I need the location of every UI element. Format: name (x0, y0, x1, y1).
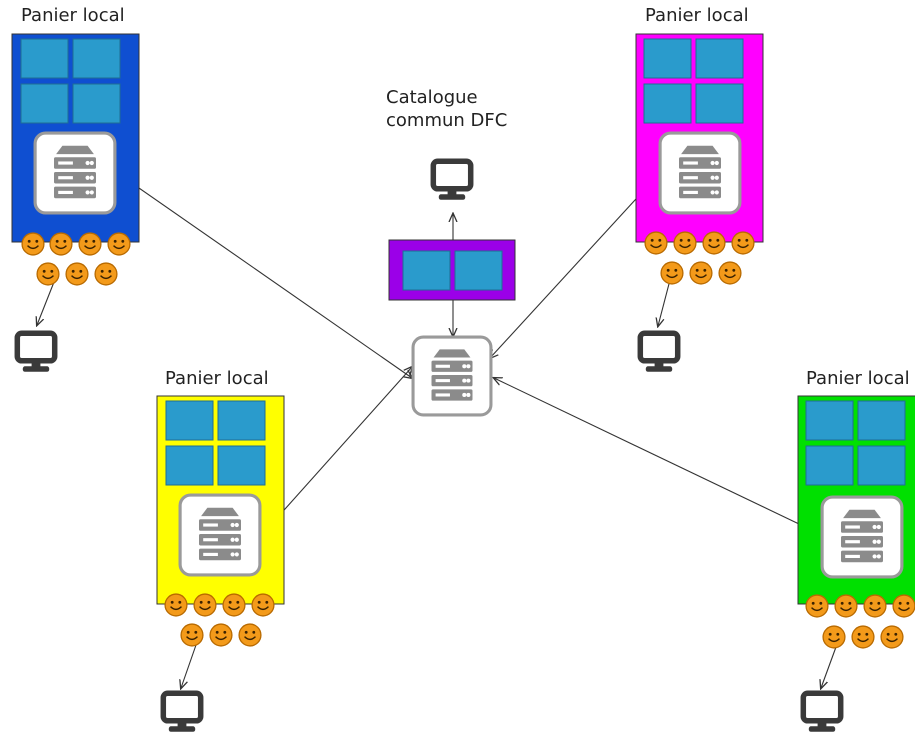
shop-4-user-monitor-icon (803, 693, 840, 732)
user-face-icon (65, 262, 89, 286)
catalogue-title-line1: Catalogue (386, 87, 478, 108)
user-face-icon (94, 262, 118, 286)
user-face-icon (49, 232, 73, 256)
user-face-icon (689, 261, 713, 285)
user-face-icon (805, 594, 829, 618)
user-face-icon (251, 593, 275, 617)
user-face-icon (660, 261, 684, 285)
link-shop2-to-hub (490, 174, 659, 358)
link-shop4-to-user-monitor (821, 646, 837, 688)
shop-4-server-icon (820, 495, 904, 579)
shop-1-server-icon (33, 131, 117, 215)
shop-1-label: Panier local (21, 5, 125, 26)
shop-3-user-monitor-icon (163, 693, 200, 732)
link-shop3-to-hub (259, 367, 412, 538)
connections (37, 171, 837, 688)
catalogue-title-line2: commun DFC (386, 110, 508, 131)
link-shop4-to-hub (494, 378, 823, 536)
shop-1 (11, 33, 140, 372)
user-face-icon (180, 623, 204, 647)
shop-4-label: Panier local (806, 368, 910, 389)
user-face-icon (644, 231, 668, 255)
central-server-icon (411, 335, 493, 417)
link-shop1-to-user-monitor (37, 281, 55, 325)
link-shop1-to-hub (115, 171, 412, 378)
shop-2-label: Panier local (645, 5, 749, 26)
user-face-icon (222, 593, 246, 617)
user-face-icon (209, 623, 233, 647)
user-face-icon (36, 262, 60, 286)
user-face-icon (702, 231, 726, 255)
catalogue-box (388, 239, 516, 301)
shop-1-user-monitor-icon (17, 333, 54, 372)
user-face-icon (107, 232, 131, 256)
user-face-icon (78, 232, 102, 256)
user-face-icon (238, 623, 262, 647)
shop-4 (797, 395, 915, 732)
user-face-icon (718, 261, 742, 285)
user-face-icon (892, 594, 915, 618)
user-face-icon (193, 593, 217, 617)
shop-3 (156, 395, 285, 732)
link-shop3-to-user-monitor (181, 644, 197, 688)
user-face-icon (164, 593, 188, 617)
link-shop2-to-user-monitor (658, 279, 671, 326)
user-face-icon (880, 625, 904, 649)
shop-2 (635, 33, 764, 372)
user-face-icon (863, 594, 887, 618)
user-face-icon (731, 231, 755, 255)
shop-2-server-icon (658, 131, 742, 215)
user-face-icon (822, 625, 846, 649)
shop-3-server-icon (178, 493, 262, 577)
user-face-icon (673, 231, 697, 255)
catalogue-monitor-icon (433, 161, 470, 200)
user-face-icon (21, 232, 45, 256)
catalogue-title: Catalogue commun DFC (386, 86, 507, 132)
user-face-icon (851, 625, 875, 649)
user-face-icon (834, 594, 858, 618)
shop-3-label: Panier local (165, 368, 269, 389)
shop-2-user-monitor-icon (640, 333, 677, 372)
